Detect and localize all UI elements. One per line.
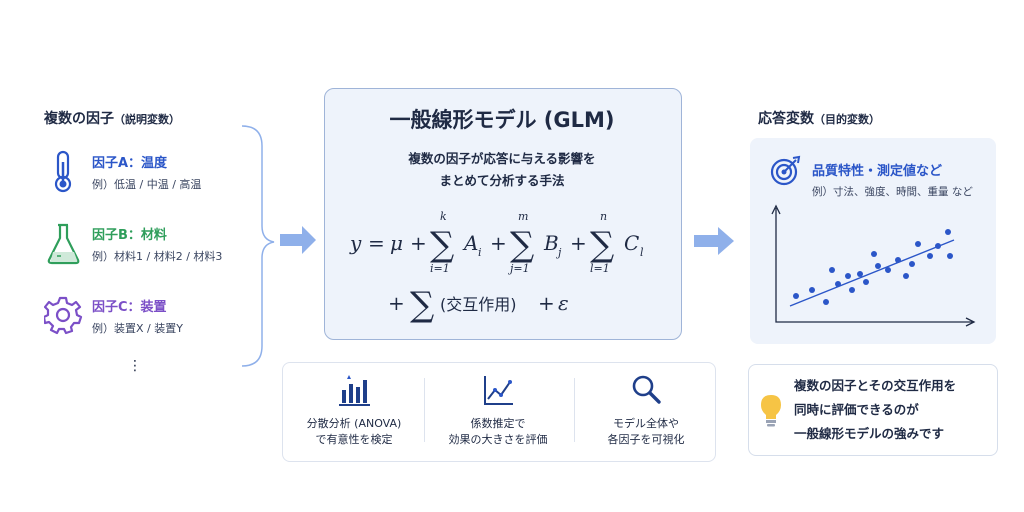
arrow-to-model <box>280 226 316 254</box>
factor-b-example: 例）材料1 / 材料2 / 材料3 <box>92 250 223 263</box>
formula-epsilon: ε <box>558 291 569 315</box>
scatter-point <box>857 271 863 277</box>
scatter-point <box>845 273 851 279</box>
scatter-point <box>885 267 891 273</box>
features-panel <box>282 362 716 462</box>
glm-description: 複数の因子が応答に与える影響を まとめて分析する手法 <box>408 151 596 188</box>
factor-c-example: 例）装置X / 装置Y <box>92 322 183 335</box>
scatter-point <box>915 241 921 247</box>
formula-interaction: (交互作用) <box>440 295 517 314</box>
formula-plus-5: + <box>538 291 555 315</box>
connector-graphics <box>241 125 316 367</box>
factor-b-name: 因子B：材料 <box>92 228 167 243</box>
feature-coefficient: 係数推定で 効果の大きさを評価 <box>428 372 568 448</box>
factor-a-example: 例）低温 / 中温 / 高温 <box>92 178 202 191</box>
scatter-point <box>909 261 915 267</box>
note-text: 複数の因子とその交互作用を 同時に評価できるのが 一般線形モデルの強みです <box>794 378 957 441</box>
feature-anova: 分散分析 (ANOVA) で有意性を検定 <box>284 372 424 448</box>
factor-bracket <box>241 125 275 367</box>
formula-term-b-sub: j <box>555 246 562 259</box>
scatter-axes <box>775 208 974 323</box>
glm-formula: y = μ + ∑ k i=1 A i + ∑ m j=1 B j + ∑ n … <box>349 210 644 325</box>
formula-sigma-2: ∑ <box>510 225 534 265</box>
thermometer-icon <box>54 150 72 193</box>
response-name: 品質特性・測定値など <box>812 164 943 179</box>
arrow-to-response <box>694 227 734 255</box>
magnifier-icon <box>632 375 661 404</box>
target-icon <box>770 155 801 186</box>
formula-plus-2: + <box>490 231 507 255</box>
feature-divider <box>424 378 425 442</box>
feature-coefficient-line2: 効果の大きさを評価 <box>448 433 548 446</box>
inputs-title: 複数の因子（説明変数） <box>44 111 180 127</box>
factor-c-name: 因子C：装置 <box>92 300 167 315</box>
formula-sum3-top: n <box>600 210 607 223</box>
formula-plus-4: + <box>388 291 405 315</box>
formula-mu: μ <box>390 231 403 255</box>
factor-b: 因子B：材料 例）材料1 / 材料2 / 材料3 <box>44 222 264 274</box>
factor-a-name: 因子A：温度 <box>92 156 168 171</box>
note-panel <box>748 364 998 456</box>
feature-anova-line1: 分散分析 (ANOVA) <box>306 417 402 430</box>
scatter-points <box>793 229 953 305</box>
response-example: 例）寸法、強度、時間、重量 など <box>812 186 973 198</box>
formula-sum2-top: m <box>518 210 528 223</box>
feature-anova-line2: で有意性を検定 <box>315 433 393 446</box>
formula-term-a-sub: i <box>478 246 482 259</box>
scatter-point <box>935 243 941 249</box>
gear-icon <box>44 296 83 335</box>
formula-sum2-bottom: j=1 <box>507 262 530 275</box>
formula-sum1-top: k <box>440 210 447 223</box>
flask-icon <box>47 223 80 265</box>
scatter-point <box>835 281 841 287</box>
scatter-point <box>895 257 901 263</box>
scatter-plot <box>771 204 976 327</box>
scatter-point <box>793 293 799 299</box>
scatter-point <box>927 253 933 259</box>
formula-sigma-1: ∑ <box>430 225 454 265</box>
formula-sum3-bottom: l=1 <box>590 262 610 275</box>
scatter-point <box>875 263 881 269</box>
scatter-point <box>947 253 953 259</box>
scatter-point <box>809 287 815 293</box>
feature-coefficient-line1: 係数推定で <box>470 417 526 430</box>
formula-plus-3: + <box>570 231 587 255</box>
factor-a: 因子A：温度 例）低温 / 中温 / 高温 <box>44 150 264 202</box>
scatter-point <box>829 267 835 273</box>
glm-title: 一般線形モデル (GLM) <box>389 108 615 132</box>
scatter-point <box>871 251 877 257</box>
scatter-point <box>863 279 869 285</box>
more-factors-ellipsis: ⋮ <box>128 358 142 374</box>
formula-sum1-bottom: i=1 <box>430 262 450 275</box>
formula-term-c: C <box>624 231 639 255</box>
line-chart-icon <box>484 376 513 405</box>
scatter-point <box>903 273 909 279</box>
formula-term-b: B <box>543 231 559 255</box>
glm-panel <box>324 88 682 340</box>
scatter-point <box>945 229 951 235</box>
lightbulb-icon <box>761 395 781 427</box>
formula-plus-1: + <box>410 231 427 255</box>
feature-divider <box>574 378 575 442</box>
bar-chart-icon <box>339 375 370 406</box>
feature-visualize-line1: モデル全体や <box>613 417 679 430</box>
feature-visualize-line2: 各因子を可視化 <box>607 433 685 446</box>
formula-term-a: A <box>462 231 478 255</box>
scatter-point <box>849 287 855 293</box>
formula-sigma-3: ∑ <box>590 225 614 265</box>
formula-sigma-4: ∑ <box>410 285 434 325</box>
formula-term-c-sub: l <box>640 246 644 259</box>
feature-visualize: モデル全体や 各因子を可視化 <box>576 372 716 448</box>
trend-line <box>789 239 955 307</box>
factor-c: 因子C：装置 例）装置X / 装置Y <box>44 294 264 346</box>
response-title: 応答変数（目的変数） <box>758 111 880 127</box>
formula-eq: = <box>368 231 385 255</box>
formula-y: y <box>349 231 362 255</box>
scatter-point <box>823 299 829 305</box>
